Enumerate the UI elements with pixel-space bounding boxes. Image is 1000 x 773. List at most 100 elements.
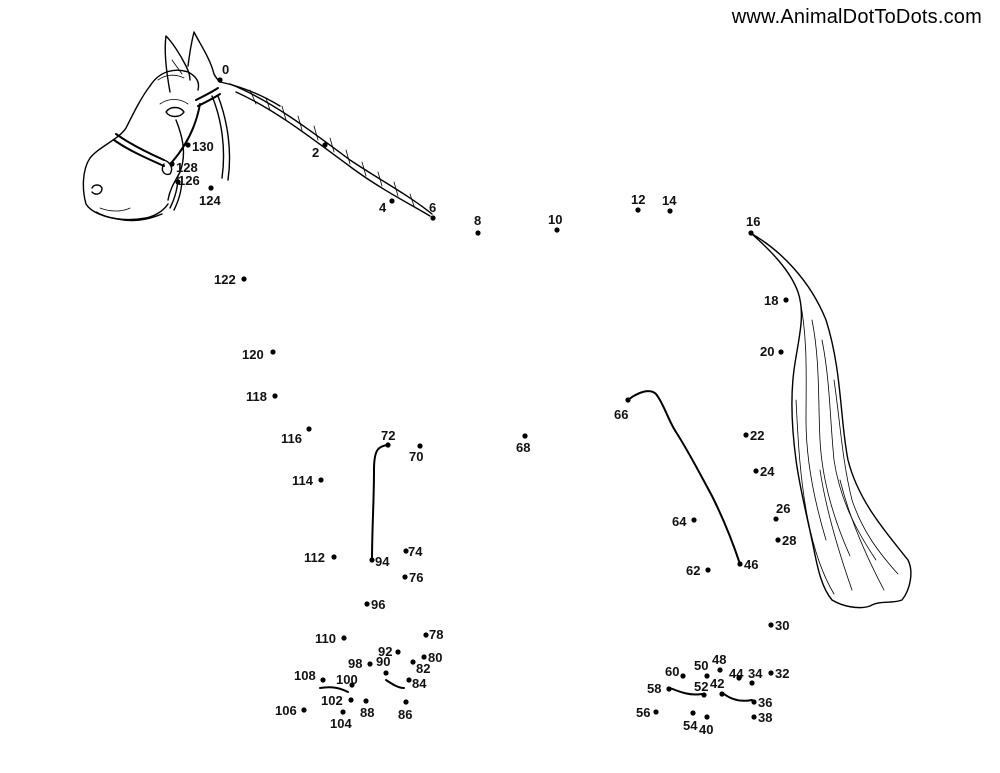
dot-20 bbox=[778, 349, 784, 355]
dot-60 bbox=[680, 673, 686, 679]
dot-label-80: 80 bbox=[428, 650, 442, 665]
dot-104 bbox=[340, 709, 346, 715]
dot-label-124: 124 bbox=[199, 193, 221, 208]
dot-label-66: 66 bbox=[614, 407, 628, 422]
dot-94 bbox=[369, 557, 375, 563]
dot-114 bbox=[318, 477, 324, 483]
dot-88 bbox=[363, 698, 369, 704]
dot-32 bbox=[768, 670, 774, 676]
dot-64 bbox=[691, 517, 697, 523]
dot-label-108: 108 bbox=[294, 668, 316, 683]
dot-46 bbox=[737, 561, 743, 567]
dot-120 bbox=[270, 349, 276, 355]
dot-80 bbox=[421, 654, 427, 660]
dot-44 bbox=[736, 675, 742, 681]
dot-108 bbox=[320, 677, 326, 683]
dot-98 bbox=[367, 661, 373, 667]
dot-label-20: 20 bbox=[760, 344, 774, 359]
dot-label-14: 14 bbox=[662, 193, 677, 208]
dot-52 bbox=[701, 692, 707, 698]
dot-label-38: 38 bbox=[758, 710, 772, 725]
dot-label-88: 88 bbox=[360, 705, 374, 720]
dot-label-30: 30 bbox=[775, 618, 789, 633]
dot-14 bbox=[667, 208, 673, 214]
dot-126 bbox=[175, 179, 181, 185]
dot-label-46: 46 bbox=[744, 557, 758, 572]
dot-label-16: 16 bbox=[746, 214, 760, 229]
dot-label-28: 28 bbox=[782, 533, 796, 548]
dot-74 bbox=[403, 548, 409, 554]
dot-label-44: 44 bbox=[729, 666, 744, 681]
dot-label-58: 58 bbox=[647, 681, 661, 696]
dot-66 bbox=[625, 397, 631, 403]
dot-label-106: 106 bbox=[275, 703, 297, 718]
dot-label-126: 126 bbox=[178, 173, 200, 188]
dot-72 bbox=[385, 442, 391, 448]
dot-56 bbox=[653, 709, 659, 715]
dot-26 bbox=[773, 516, 779, 522]
dot-label-56: 56 bbox=[636, 705, 650, 720]
dot-label-72: 72 bbox=[381, 428, 395, 443]
dot-8 bbox=[475, 230, 481, 236]
dot-label-90: 90 bbox=[376, 654, 390, 669]
dot-6 bbox=[430, 215, 436, 221]
site-url-text: www.AnimalDotToDots.com bbox=[731, 6, 982, 28]
dot-label-112: 112 bbox=[304, 550, 325, 565]
dot-70 bbox=[417, 443, 423, 449]
dot-label-36: 36 bbox=[758, 695, 772, 710]
dot-0 bbox=[217, 77, 223, 83]
dot-label-96: 96 bbox=[371, 597, 385, 612]
dot-22 bbox=[743, 432, 749, 438]
dot-label-110: 110 bbox=[315, 631, 336, 646]
dot-label-4: 4 bbox=[379, 200, 387, 215]
dot-label-22: 22 bbox=[750, 428, 764, 443]
dot-label-68: 68 bbox=[516, 440, 530, 455]
dot-label-84: 84 bbox=[412, 676, 427, 691]
dot-label-102: 102 bbox=[321, 693, 343, 708]
dot-100 bbox=[349, 682, 355, 688]
dot-48 bbox=[717, 667, 723, 673]
dot-124 bbox=[208, 185, 214, 191]
dot-82 bbox=[410, 659, 416, 665]
dot-label-40: 40 bbox=[699, 722, 713, 737]
dot-label-74: 74 bbox=[408, 544, 423, 559]
dot-label-52: 52 bbox=[694, 679, 708, 694]
horse-tail-drawing bbox=[751, 233, 912, 609]
dot-58 bbox=[666, 686, 672, 692]
dot-label-78: 78 bbox=[429, 627, 443, 642]
dot-label-34: 34 bbox=[748, 666, 763, 681]
dot-label-128: 128 bbox=[176, 160, 198, 175]
dot-label-26: 26 bbox=[776, 501, 790, 516]
dot-2 bbox=[322, 142, 328, 148]
horse-mane-drawing bbox=[229, 83, 433, 217]
dot-12 bbox=[635, 207, 641, 213]
dot-label-10: 10 bbox=[548, 212, 562, 227]
dot-76 bbox=[402, 574, 408, 580]
dot-40 bbox=[704, 714, 710, 720]
dot-122 bbox=[241, 276, 247, 282]
dot-label-42: 42 bbox=[710, 676, 724, 691]
dot-label-116: 116 bbox=[281, 431, 302, 446]
dot-96 bbox=[364, 601, 370, 607]
dot-label-118: 118 bbox=[246, 389, 267, 404]
dot-label-62: 62 bbox=[686, 563, 700, 578]
leg-outline-segments bbox=[319, 390, 753, 702]
dot-label-86: 86 bbox=[398, 707, 412, 722]
dot-30 bbox=[768, 622, 774, 628]
dot-84 bbox=[406, 677, 412, 683]
dot-label-98: 98 bbox=[348, 656, 362, 671]
dot-68 bbox=[522, 433, 528, 439]
dot-62 bbox=[705, 567, 711, 573]
dot-78 bbox=[423, 632, 429, 638]
horse-head-drawing bbox=[82, 31, 281, 222]
dot-label-8: 8 bbox=[474, 213, 481, 228]
dot-label-18: 18 bbox=[764, 293, 778, 308]
dot-label-76: 76 bbox=[409, 570, 423, 585]
dot-10 bbox=[554, 227, 560, 233]
dot-92 bbox=[395, 649, 401, 655]
dot-label-48: 48 bbox=[712, 652, 726, 667]
dot-label-0: 0 bbox=[222, 62, 229, 77]
dot-label-92: 92 bbox=[378, 644, 392, 659]
